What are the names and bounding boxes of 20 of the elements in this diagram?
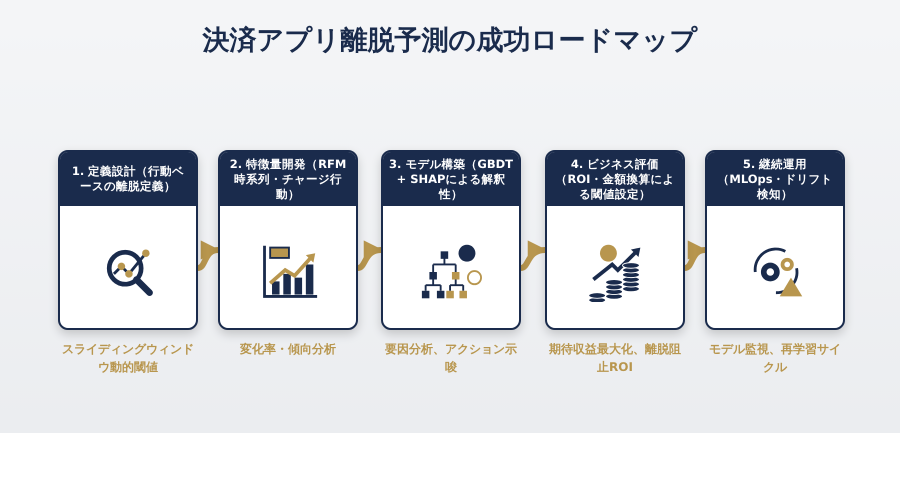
step-card — [381, 150, 521, 330]
title: 決済アプリ離脱予測の成功ロードマップ — [201, 24, 699, 58]
step-card — [218, 150, 358, 330]
card-header: 2. 特徴量開発（RFM時系列・チャージ行動） — [220, 152, 356, 206]
step-card — [545, 150, 685, 330]
arrow — [357, 242, 383, 271]
step-caption: 期待収益最大化、離脱阻止ROI — [548, 341, 682, 376]
arrow — [197, 242, 220, 271]
step-caption: 変化率・傾向分析 — [239, 341, 337, 358]
arrow — [684, 242, 707, 271]
card-header: 5. 継続運用（MLOps・ドリフト検知） — [707, 152, 843, 206]
step-card — [58, 150, 198, 330]
step-caption: モデル監視、再学習サイクル — [708, 341, 842, 376]
arrow — [520, 242, 547, 271]
step-card — [705, 150, 845, 330]
step-caption: スライディングウィンドウ動的閾値 — [61, 341, 195, 376]
card-header: 3. モデル構築（GBDT + SHAPによる解釈性） — [383, 152, 519, 206]
card-header: 1. 定義設計（行動ベースの離脱定義） — [60, 152, 196, 206]
step-caption: 要因分析、アクション示唆 — [384, 341, 518, 376]
card-header: 4. ビジネス評価（ROI・金額換算による閾値設定） — [547, 152, 683, 206]
